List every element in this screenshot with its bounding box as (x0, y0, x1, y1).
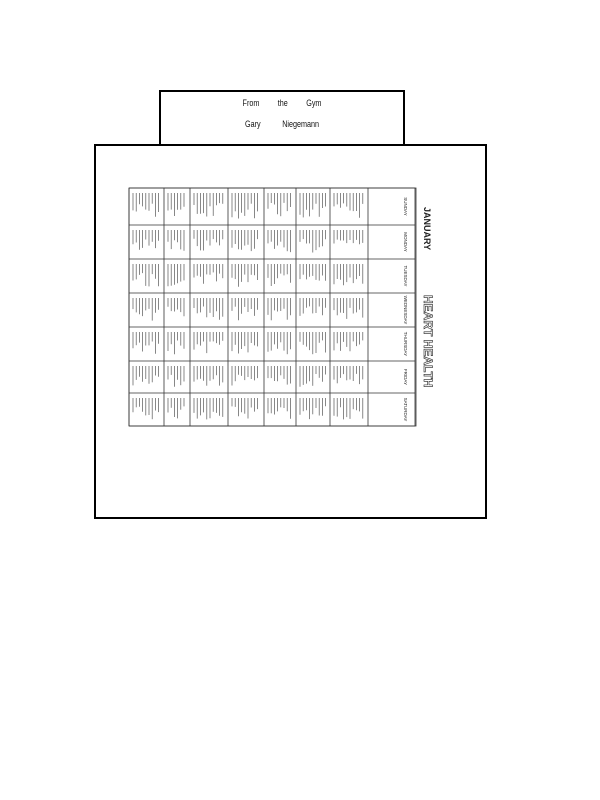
calendar-border (128, 187, 417, 427)
month-title: JANUARY (422, 207, 432, 250)
day-label: TUESDAY (403, 266, 408, 287)
header-word: Gym (306, 98, 322, 108)
day-label: THURSDAY (403, 332, 408, 356)
header-word: the (277, 98, 288, 108)
scanned-calendar-image: SUNDAY MONDAY TUESDAY WEDNESDAY THURSDAY FRID… (128, 187, 433, 427)
header-word: Niegemann (282, 119, 320, 129)
day-label: MONDAY (403, 232, 408, 251)
header-word: Gary (244, 119, 261, 129)
day-label: FRIDAY (403, 369, 408, 385)
header-word: From (242, 98, 260, 108)
theme-title: HEART HEALTH (421, 295, 433, 387)
day-label: SATURDAY (403, 398, 408, 422)
header-line-1: From the Gym (185, 98, 379, 108)
newsletter-header: From the Gym Gary Niegemann (159, 90, 405, 145)
day-label: WEDNESDAY (403, 296, 408, 325)
day-label: SUNDAY (403, 197, 408, 215)
header-line-2: Gary Niegemann (185, 119, 379, 129)
